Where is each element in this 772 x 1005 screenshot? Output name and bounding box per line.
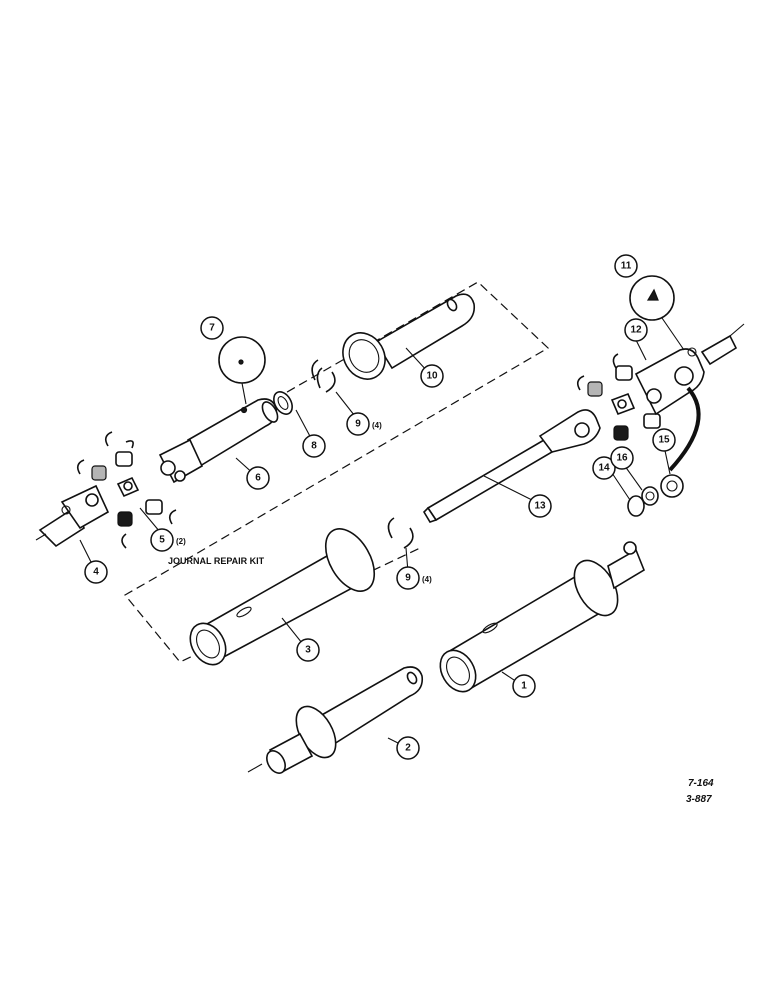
callout-label: 14 (598, 463, 610, 474)
figure-ref-line2: 3-887 (686, 794, 712, 805)
part-10-shield-tube (342, 293, 476, 380)
callout-10: 10 (420, 364, 444, 388)
callout-2: 2 (396, 736, 420, 760)
qty-item-9-lower: (4) (422, 575, 432, 584)
parts-14-15-16 (627, 474, 684, 517)
callout-label: 10 (426, 371, 438, 382)
part-5-journal-kit (76, 431, 177, 549)
part-7-grease-fitting-detail (218, 336, 266, 405)
callout-12: 12 (624, 318, 648, 342)
callout-label: 1 (521, 681, 527, 692)
figure-ref-line1: 7-164 (688, 778, 714, 789)
part-9-snap-rings-upper (311, 359, 336, 393)
callout-label: 15 (658, 435, 670, 446)
callout-15: 15 (652, 428, 676, 452)
callout-label: 7 (209, 323, 215, 334)
callout-6: 6 (246, 466, 270, 490)
callout-7: 7 (200, 316, 224, 340)
qty-item-9-upper: (4) (372, 421, 382, 430)
part-6-inner-shaft (158, 398, 279, 484)
callout-label: 16 (616, 453, 628, 464)
part-11-grease-fitting-detail (629, 275, 685, 351)
callout-label: 13 (534, 501, 546, 512)
callout-label: 4 (93, 567, 99, 578)
qty-item-5: (2) (176, 537, 186, 546)
part-12-yoke (634, 323, 745, 416)
callout-label: 2 (405, 743, 411, 754)
part-8-seal-ring (273, 391, 293, 415)
callout-14: 14 (592, 456, 616, 480)
callout-4: 4 (84, 560, 108, 584)
callout-label: 6 (255, 473, 261, 484)
callout-8: 8 (302, 434, 326, 458)
callout-13: 13 (528, 494, 552, 518)
callout-label: 3 (305, 645, 311, 656)
part-1-shaft-tube (439, 541, 645, 693)
callout-9-upper: 9 (346, 412, 370, 436)
callout-label: 11 (621, 261, 632, 272)
callout-3: 3 (296, 638, 320, 662)
callout-16: 16 (610, 446, 634, 470)
callout-label: 8 (311, 441, 317, 452)
part-4-yoke (35, 484, 110, 548)
right-journal-kit (576, 353, 665, 451)
callout-1: 1 (512, 674, 536, 698)
detail-connector (668, 386, 701, 472)
callout-9-lower: 9 (396, 566, 420, 590)
callout-11: 11 (614, 254, 638, 278)
callout-label: 9 (355, 419, 361, 430)
callout-label: 9 (405, 573, 411, 584)
journal-repair-kit-caption: JOURNAL REPAIR KIT (168, 556, 265, 566)
part-3-outer-shield-tube (189, 528, 376, 666)
part-9-snap-rings-lower (387, 517, 414, 549)
part-2-shaft-yoke (247, 666, 424, 774)
part-13-square-bar (422, 409, 601, 523)
callout-5: 5 (150, 528, 174, 552)
callout-label: 5 (159, 535, 165, 546)
callout-label: 12 (630, 325, 642, 336)
